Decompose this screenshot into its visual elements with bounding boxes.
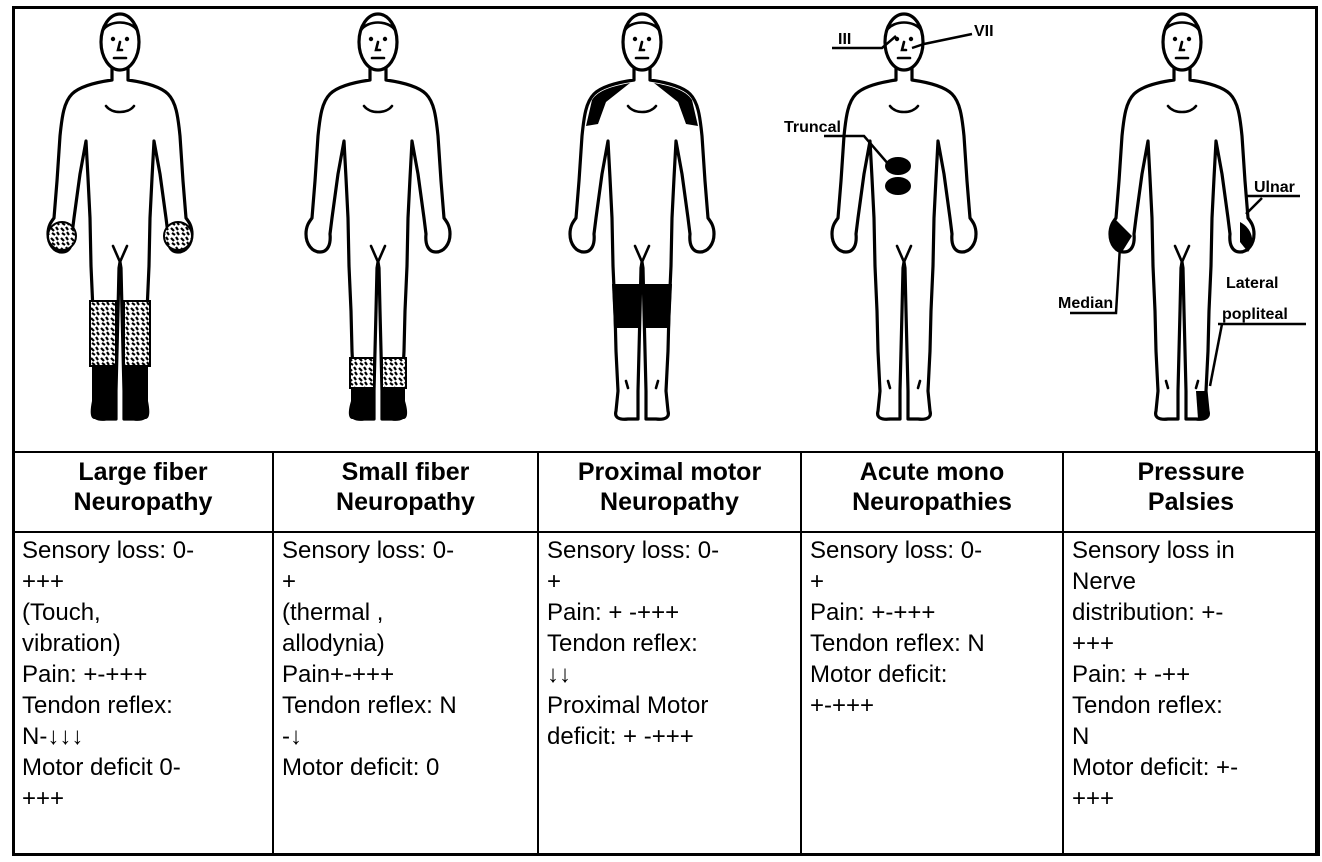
label-ulnar: Ulnar: [1254, 179, 1295, 196]
cell-large-fiber: Sensory loss: 0- +++ (Touch, vibration) …: [13, 532, 273, 855]
label-popliteal: popliteal: [1222, 306, 1288, 323]
label-median: Median: [1058, 295, 1113, 312]
figure-acute-mono: [824, 14, 976, 419]
figure-large-fiber: [48, 14, 192, 419]
body-figures-svg: III VII Truncal Ulnar Median Lateral pop…: [12, 6, 1318, 451]
cell-small-fiber: Sensory loss: 0- + (thermal , allodynia)…: [273, 532, 538, 855]
figure-proximal-motor: [570, 14, 714, 419]
cell-acute-mono: Sensory loss: 0- + Pain: +-+++ Tendon re…: [801, 532, 1063, 855]
label-truncal: Truncal: [784, 119, 841, 136]
cell-proximal-motor: Sensory loss: 0- + Pain: + -+++ Tendon r…: [538, 532, 801, 855]
figure-small-fiber: [306, 14, 450, 419]
figure-pressure-palsies: [1070, 14, 1306, 419]
label-lateral: Lateral: [1226, 275, 1278, 292]
table-row: Sensory loss: 0- +++ (Touch, vibration) …: [13, 532, 1319, 855]
cell-pressure-palsies: Sensory loss in Nerve distribution: +- +…: [1063, 532, 1319, 855]
label-cranial-vii: VII: [974, 23, 994, 40]
label-cranial-iii: III: [838, 31, 851, 48]
body-figures-panel: III VII Truncal Ulnar Median Lateral pop…: [12, 6, 1318, 451]
